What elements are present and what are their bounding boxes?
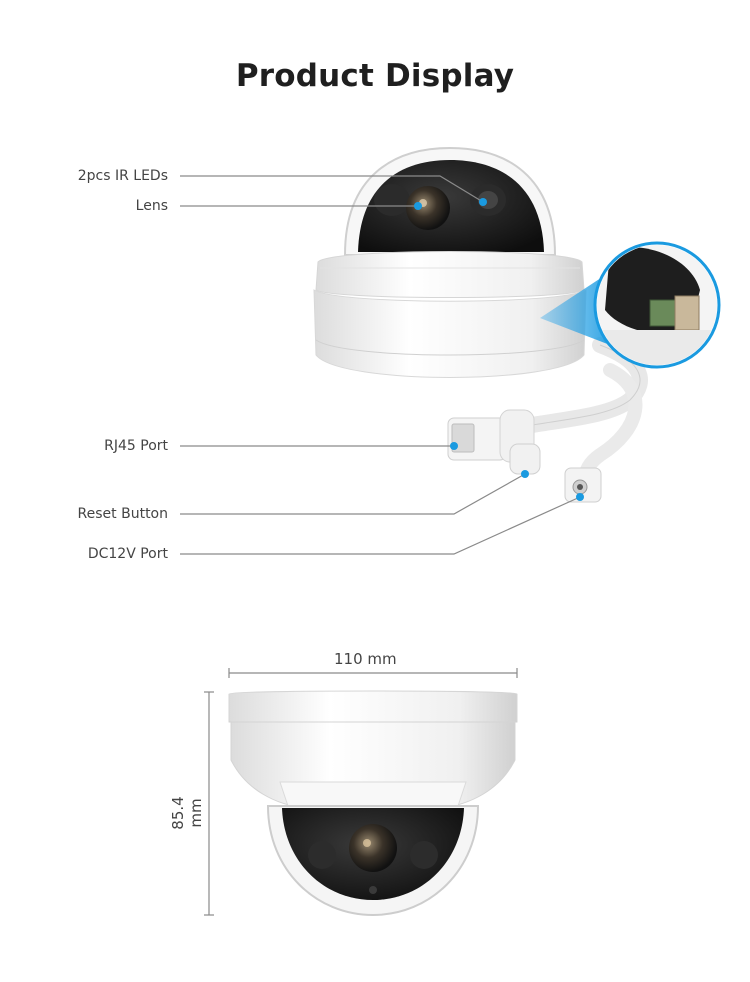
dome-camera-angled (313, 146, 648, 503)
height-dimension-label: 85.4 mm (169, 796, 205, 830)
callout-lines (180, 175, 581, 555)
dimension-lines (204, 668, 518, 916)
width-dimension-label: 110 mm (334, 650, 397, 668)
zoom-detail (593, 241, 721, 369)
dome-camera-front (228, 690, 518, 917)
callout-dots (414, 198, 584, 501)
zoom-beam (540, 272, 610, 345)
callout-label-dc12v-port: DC12V Port (87, 546, 168, 562)
callout-label-ir-leds: 2pcs IR LEDs (77, 168, 168, 184)
callout-label-rj45-port: RJ45 Port (104, 438, 168, 454)
callout-label-lens: Lens (135, 198, 168, 214)
page-title: Product Display (235, 58, 515, 94)
callout-label-reset-button: Reset Button (77, 506, 168, 522)
